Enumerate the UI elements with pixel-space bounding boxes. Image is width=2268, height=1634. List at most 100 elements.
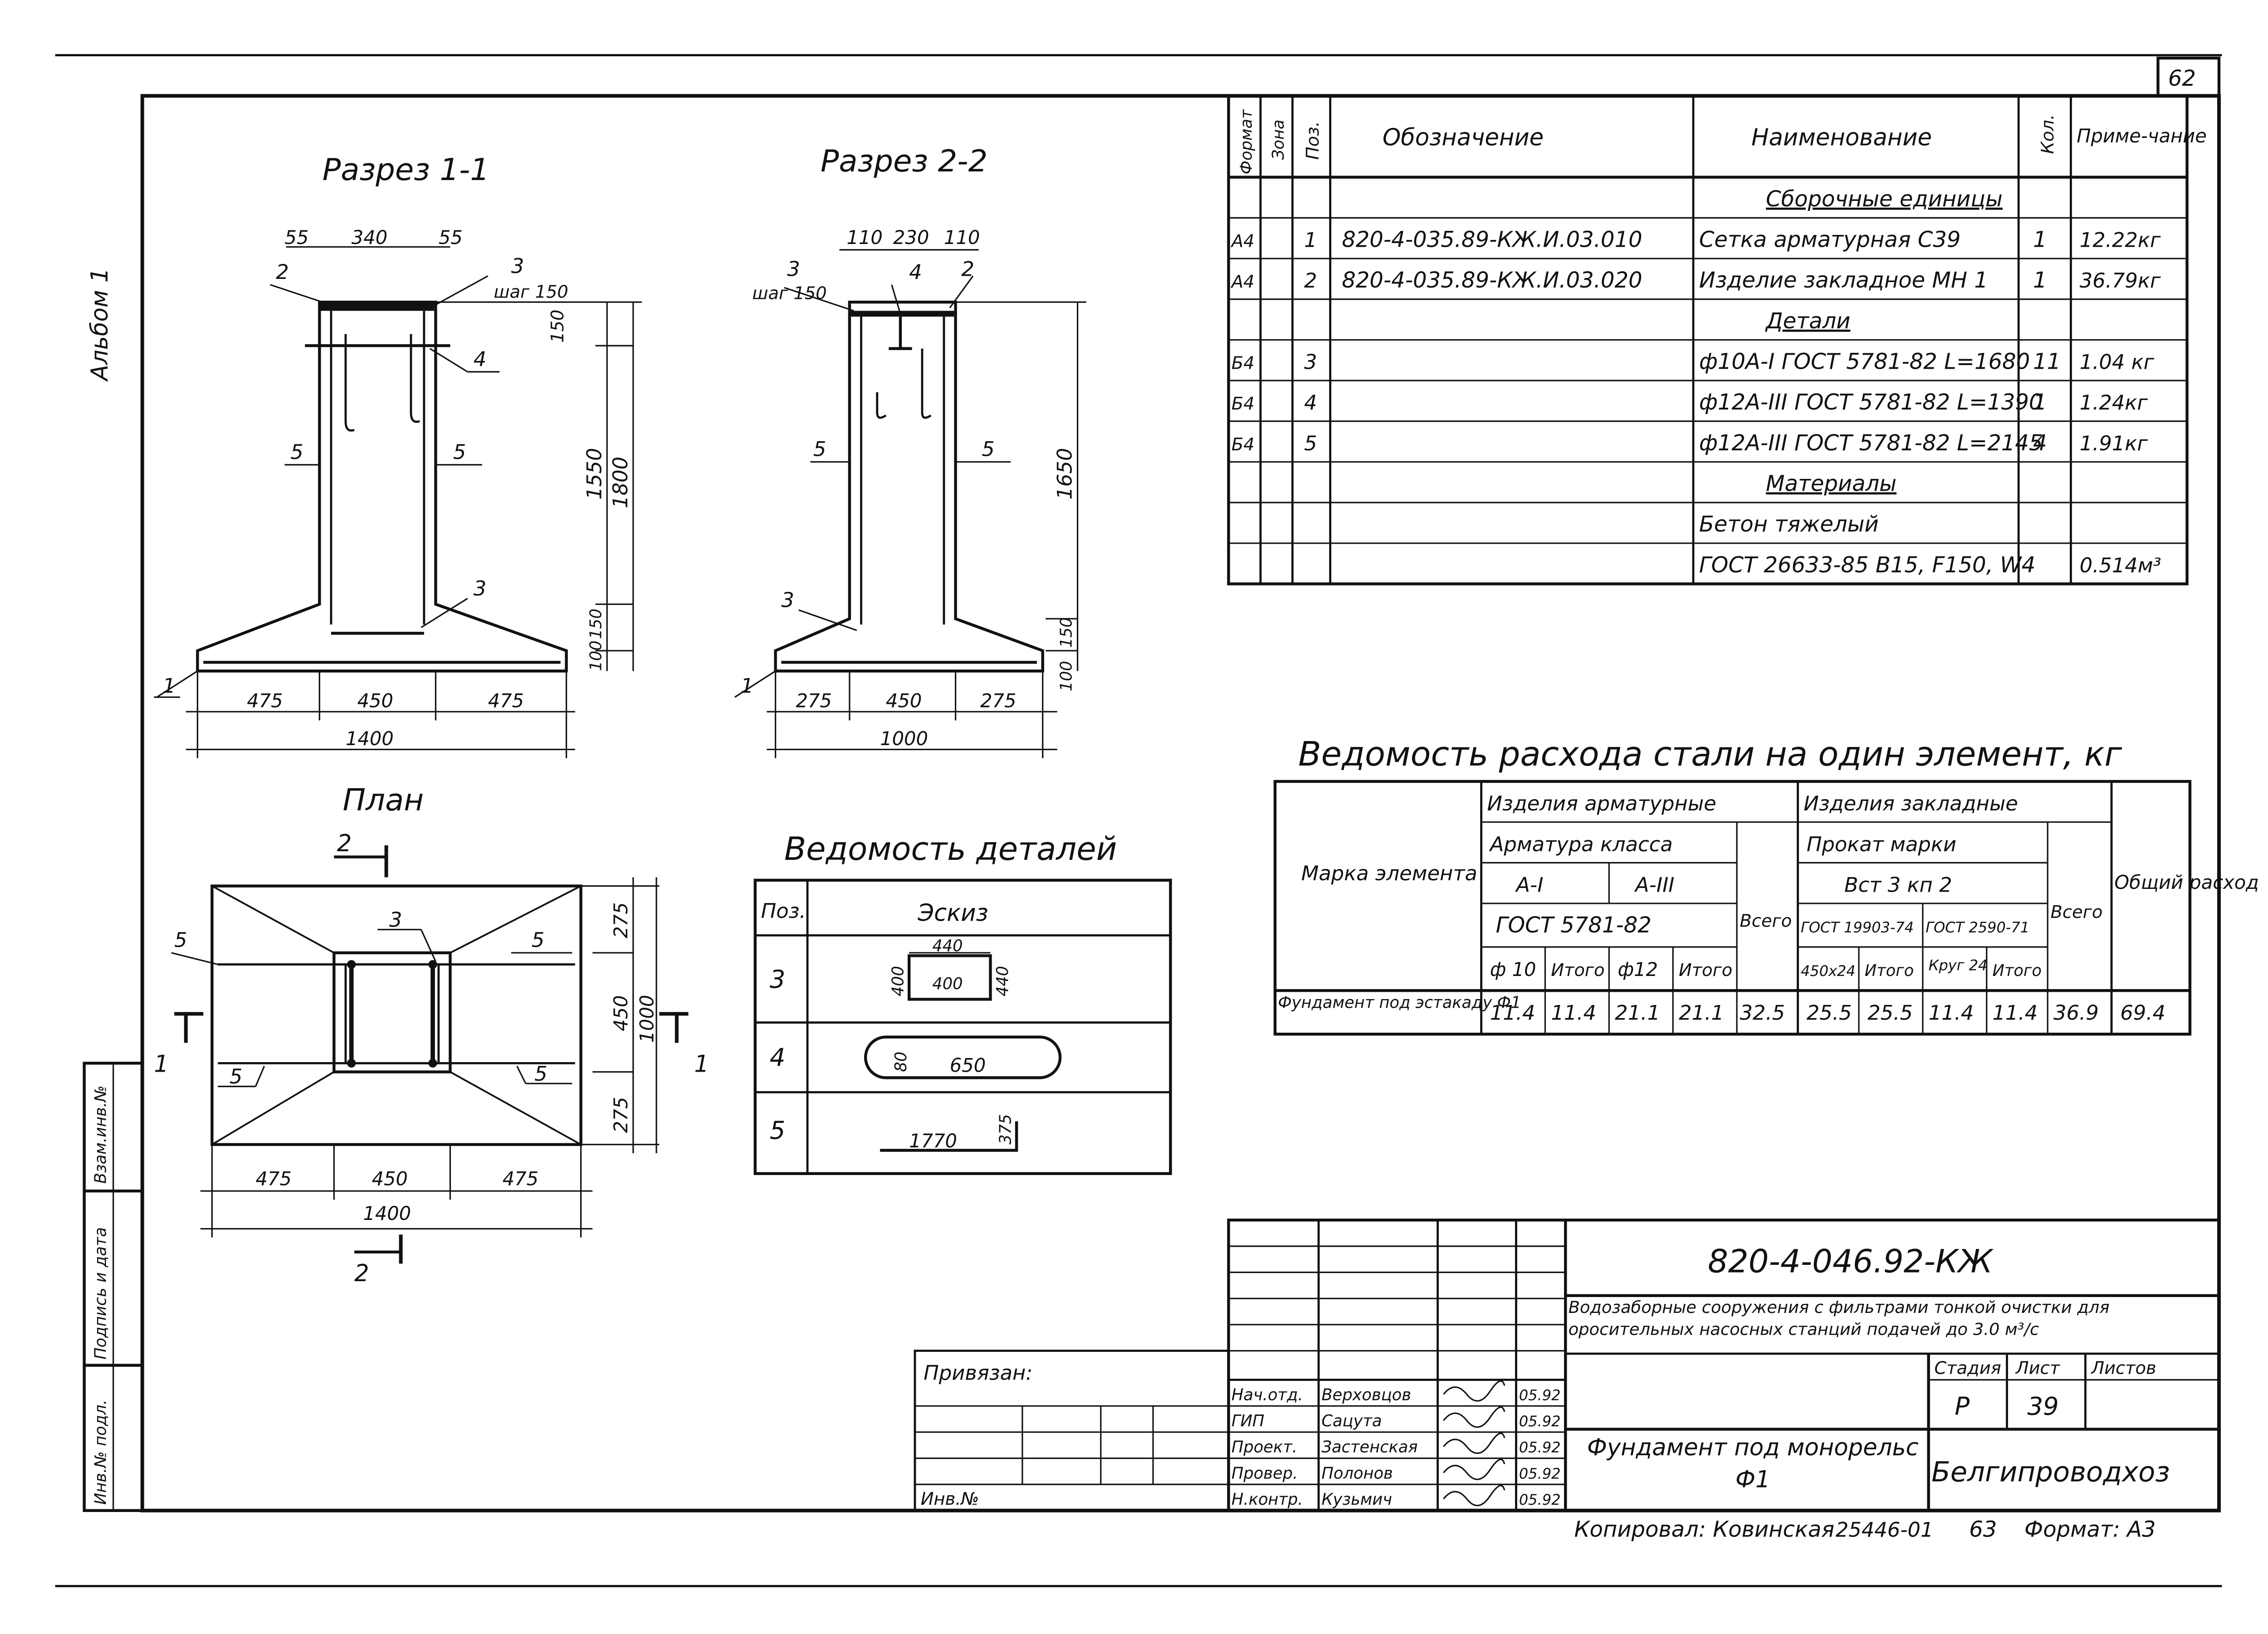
spec-row-designation: 820-4-035.89-КЖ.И.03.010 [1342,227,1642,252]
side-stamp-inv-podl: Инв.№ подл. [92,1400,110,1505]
s11-dim-55a: 55 [285,226,309,249]
signature-role: Провер. [1232,1464,1298,1483]
project-name: Водозаборные сооружения с фильтрами тонк… [1568,1297,2110,1339]
plan-callout-5a: 5 [174,928,187,952]
steel-h-total: Общий расход [2114,871,2259,893]
steel-h-c3: ф12 [1618,958,1658,980]
s11-dim-340: 340 [352,226,387,249]
steel-title: Ведомость расхода стали на один элемент,… [1298,735,2122,774]
spec-row-name: Детали [1765,308,1850,334]
plan-dim-275a: 275 [610,902,632,938]
plan-cut-1a: 1 [154,1051,169,1078]
s22-dim-110a: 110 [846,226,882,249]
steel-h-prokat: Прокат марки [1807,832,1956,856]
spec-table: Формат Зона Поз. Обозначение Наименовани… [1227,94,2207,585]
spec-row-format: Б4 [1232,434,1255,455]
s11-dim-475b: 475 [488,690,524,712]
paper-format: Формат: А3 [2024,1517,2156,1542]
spec-row-format: А4 [1230,272,1255,292]
signature-date: 05.92 [1519,1413,1561,1430]
signature-role: Проект. [1232,1438,1297,1457]
plan-dim-475b: 475 [503,1167,538,1190]
side-stamp: Взам.инв.№ Подпись и дата Инв.№ подл. [83,1062,144,1512]
spec-row-name: Сборочные единицы [1766,186,2003,212]
details-pos-4: 4 [770,1043,786,1072]
steel-value: 21.1 [1615,1000,1660,1024]
s22-dim-450: 450 [886,690,922,712]
spec-row-note: 36.79кг [2080,268,2161,293]
plan-cut-2a: 2 [337,830,352,857]
s11-dim-1400: 1400 [346,727,394,750]
s22-dim-110b: 110 [944,226,980,249]
handwritten-signature [1443,1432,1505,1454]
handwritten-signature [1443,1458,1505,1480]
steel-h-gost1: ГОСТ 19903-74 [1801,919,1914,936]
s11-dim-450: 450 [357,690,393,712]
spec-header-qty: Кол. [2038,114,2058,154]
s22-dim-275b: 275 [980,690,1016,712]
handwritten-signature [1443,1406,1505,1428]
details-dim-80: 80 [892,1052,910,1072]
details-pos-5: 5 [770,1116,786,1145]
plan-dim-1400: 1400 [363,1202,411,1224]
steel-row-mark: Фундамент под эстакаду Ф1 [1278,994,1521,1012]
section-2-2: Разрез 2-2 110 230 110 шаг 150 1650 150 … [734,143,1086,758]
spec-row-qty: 11 [2033,349,2061,374]
spec-row-format: А4 [1230,231,1255,251]
handwritten-signature [1443,1380,1505,1402]
s22-callout-5a: 5 [813,437,826,461]
page-number: 63 [1969,1517,1997,1542]
details-schedule: Ведомость деталей Поз. Эскиз 3 4 5 440 4… [753,830,1172,1175]
s11-dim-150b: 150 [587,609,605,639]
steel-schedule: Ведомость расхода стали на один элемент,… [1273,735,2259,1036]
s11-dim-step: шаг 150 [494,282,568,302]
signature-name: Сацута [1321,1412,1382,1430]
spec-row-qty: 1 [2033,227,2047,252]
s11-dim-100: 100 [587,640,605,671]
plan-dim-450v: 450 [610,995,632,1031]
spec-row-name: ф10А-I ГОСТ 5781-82 L=1680 [1699,349,2030,374]
steel-value: 36.9 [2053,1000,2099,1024]
stage-value: Р [1955,1391,1970,1420]
spec-row-format: Б4 [1232,394,1255,414]
spec-row-qty: 1 [2033,390,2047,415]
steel-value: 11.4 [1929,1000,1974,1024]
signature-name: Полонов [1321,1464,1393,1483]
album-label: Альбом 1 [86,268,113,382]
steel-h-c6: Итого [1865,961,1914,980]
steel-value: 11.4 [1993,1000,2038,1024]
spec-row-name: Материалы [1766,471,1897,496]
s22-callout-5b: 5 [982,437,995,461]
steel-h-c5: 450х24 [1801,962,1856,980]
steel-h-vsego2: Всего [2051,902,2103,922]
steel-value: 69.4 [2120,1000,2165,1024]
s11-dim-150: 150 [547,310,568,343]
steel-value: 25.5 [1867,1000,1913,1024]
details-header-sketch: Эскиз [917,899,988,927]
plan-dim-450h: 450 [372,1167,408,1190]
drawing-title: Фундамент под монорельс Ф1 [1587,1434,1919,1493]
plan-cut-2b: 2 [354,1260,369,1287]
spec-row-note: 1.04 кг [2080,350,2155,374]
spec-row-pos: 3 [1304,350,1317,374]
steel-h-mark: Марка элемента [1301,861,1477,885]
s11-callout-3a: 3 [511,254,524,278]
s11-callout-4: 4 [474,347,487,371]
signature-name: Верховцов [1321,1385,1411,1404]
details-title: Ведомость деталей [784,830,1117,868]
spec-row-name: ГОСТ 26633-85 В15, F150, W4 [1699,552,2035,578]
plan-dim-475a: 475 [255,1167,291,1190]
spec-row-format: Б4 [1232,353,1255,373]
plan-callout-5d: 5 [534,1062,547,1086]
steel-value: 21.1 [1679,1000,1724,1024]
steel-h-a3: А-III [1634,873,1674,897]
s11-callout-5b: 5 [453,440,466,464]
details-dim-400a: 400 [932,975,963,993]
side-stamp-podpis: Подпись и дата [92,1227,110,1360]
spec-header-pos: Поз. [1303,121,1323,160]
s11-callout-2: 2 [276,260,289,284]
spec-row-note: 1.24кг [2080,390,2148,415]
section-1-1: Разрез 1-1 55 340 55 шаг 150 150 1550 18… [154,152,642,758]
